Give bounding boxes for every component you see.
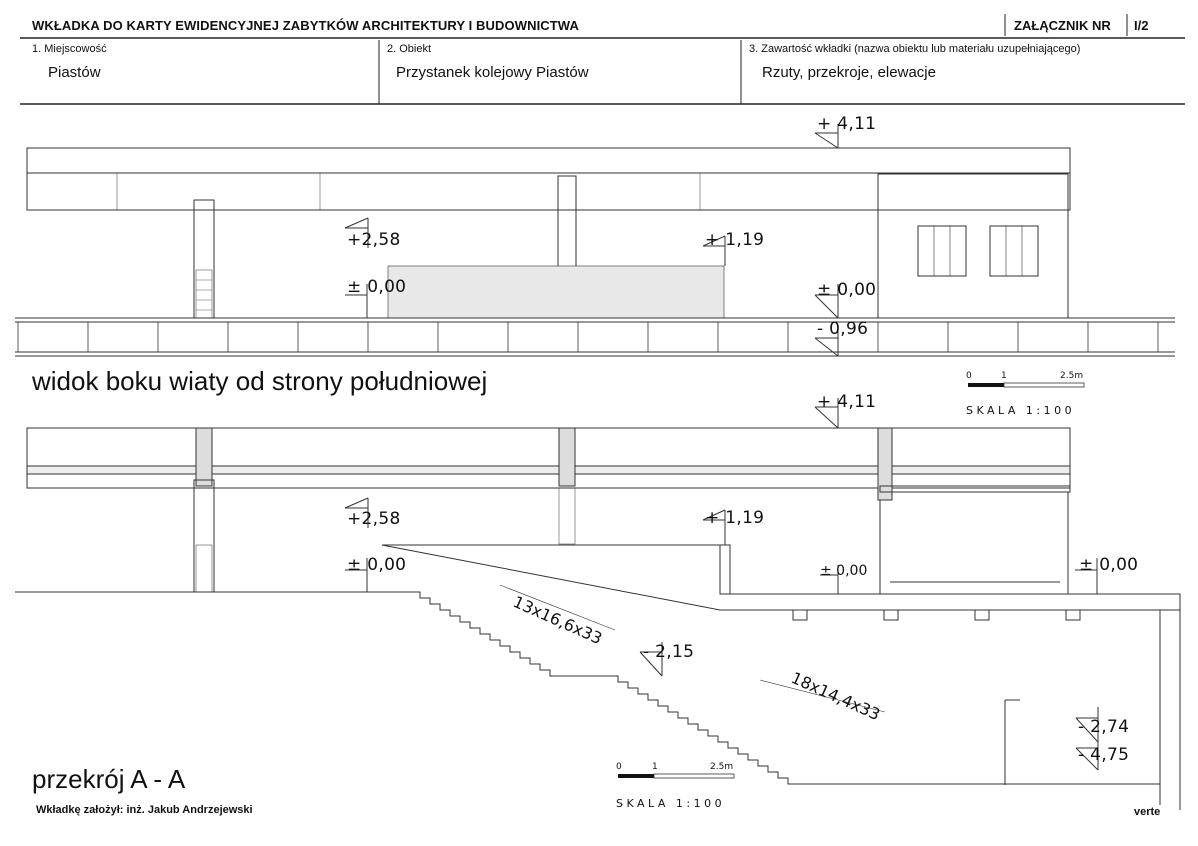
section-level-top: + 4,11 [817, 392, 877, 412]
elevation-scale-bar [968, 382, 1085, 388]
elevation-scale-label: SKALA 1:100 [966, 404, 1076, 417]
level-track: - 0,96 [817, 319, 869, 339]
section-level-tunnel-floor: - 4,75 [1078, 745, 1130, 765]
level-fence-top: + 1,19 [705, 230, 765, 250]
contents-value: Rzuty, przekroje, elewacje [762, 64, 936, 81]
locality-value: Piastów [48, 64, 101, 81]
scale-tick-1: 1 [1001, 371, 1007, 381]
level-roof-edge: +2,58 [347, 230, 401, 250]
section-level-roof-edge: +2,58 [347, 509, 401, 529]
section-level-ground-left: ± 0,00 [347, 555, 407, 575]
object-value: Przystanek kolejowy Piastów [396, 64, 589, 81]
section-level-landing: - 2,15 [643, 642, 695, 662]
sheet-title: WKŁADKA DO KARTY EWIDENCYJNEJ ZABYTKÓW A… [32, 18, 579, 33]
level-ground-right: ± 0,00 [817, 280, 877, 300]
section-level-ground-right: ± 0,00 [1079, 555, 1139, 575]
verte-note: verte [1134, 806, 1161, 818]
section-title: przekrój A - A [32, 764, 186, 794]
scale-tick-2: 2.5m [1060, 371, 1084, 381]
elevation-title: widok boku wiaty od strony południowej [32, 366, 488, 396]
level-ground-left: ± 0,00 [347, 277, 407, 297]
section-level-floor: ± 0,00 [820, 563, 868, 579]
section-scale-tick-0: 0 [616, 762, 622, 772]
locality-label: 1. Miejscowość [32, 43, 107, 55]
author-note: Wkładkę założył: inż. Jakub Andrzejewski [36, 804, 253, 816]
section-level-tunnel-ceiling: - 2,74 [1078, 717, 1130, 737]
level-top: + 4,11 [817, 114, 877, 134]
annex-label: ZAŁĄCZNIK NR [1014, 18, 1111, 33]
section-scale-tick-2: 2.5m [710, 762, 734, 772]
contents-label: 3. Zawartość wkładki (nazwa obiektu lub … [749, 43, 1081, 55]
section-scale-label: SKALA 1:100 [616, 797, 726, 810]
section-scale-tick-1: 1 [652, 762, 658, 772]
scale-tick-0: 0 [966, 371, 972, 381]
elevation-drawing [15, 124, 1175, 357]
section-drawing [15, 398, 1181, 810]
object-label: 2. Obiekt [387, 43, 432, 55]
section-level-platform: + 1,19 [705, 508, 765, 528]
section-scale-bar [618, 773, 735, 779]
annex-number: I/2 [1134, 18, 1149, 33]
